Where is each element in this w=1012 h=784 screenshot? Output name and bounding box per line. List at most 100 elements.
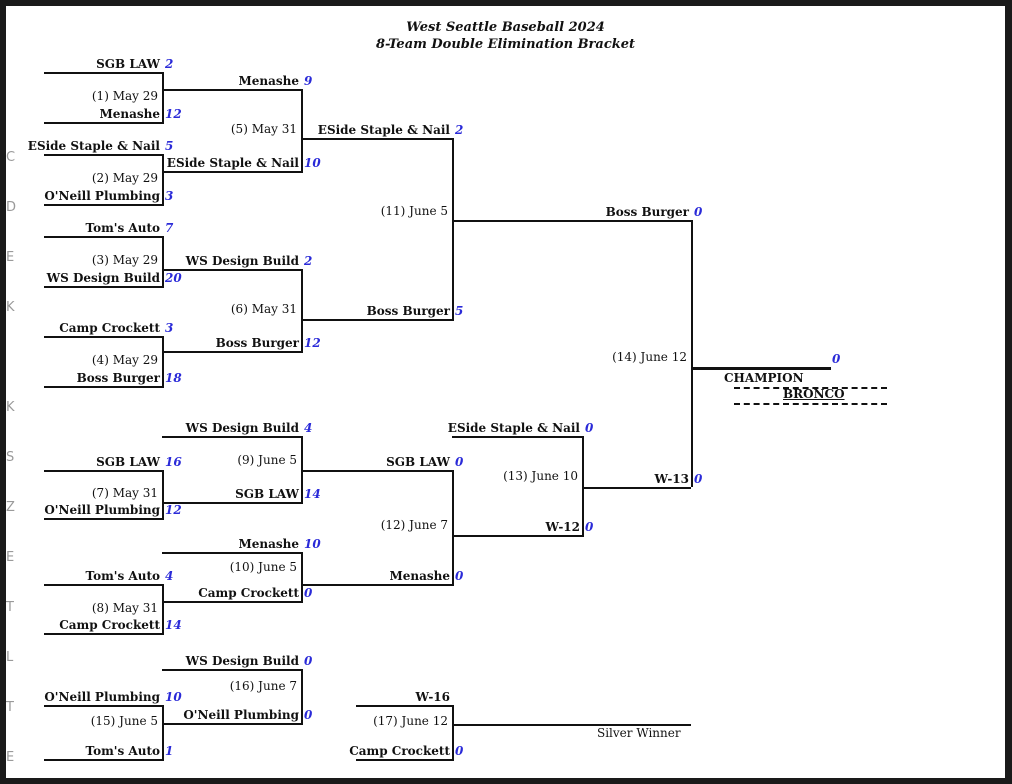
team-name: O'Neill Plumbing: [44, 690, 160, 704]
team-score: 0: [455, 744, 464, 758]
team-name: O'Neill Plumbing: [183, 708, 299, 722]
edge-letter: C: [6, 150, 16, 165]
team-score: 0: [585, 421, 594, 435]
team-slot-line: [301, 584, 452, 586]
team-score: 16: [165, 455, 182, 469]
team-name: W-12: [545, 520, 581, 534]
team-name: Menashe: [238, 537, 299, 551]
team-score: 9: [304, 74, 313, 88]
game-label: (8) May 31: [91, 600, 158, 615]
match-connector: [301, 89, 303, 173]
game-label: (2) May 29: [91, 171, 158, 185]
team-score: 18: [165, 371, 182, 385]
team-score: 7: [165, 221, 174, 235]
game-label: (3) May 29: [91, 253, 158, 267]
bracket-subtitle: 8-Team Double Elimination Bracket: [375, 37, 636, 52]
edge-letter: T: [6, 600, 14, 615]
game-label: (13) June 10: [503, 469, 578, 483]
champion-score: 0: [832, 352, 841, 366]
edge-letter: K: [6, 400, 15, 415]
bracket-title: West Seattle Baseball 2024: [406, 20, 605, 35]
final-connector: [691, 220, 693, 487]
team-slot-line: [162, 89, 301, 91]
edge-letter: D: [6, 200, 17, 215]
team-name: Camp Crockett: [59, 618, 160, 632]
team-score: 0: [455, 569, 464, 583]
champion-label: CHAMPION: [724, 371, 804, 385]
team-score: 3: [165, 189, 174, 203]
team-name: SGB LAW: [96, 455, 160, 469]
team-slot-line: [44, 470, 162, 472]
team-slot-line: [44, 336, 162, 338]
edge-letter: S: [6, 450, 15, 465]
team-score: 12: [165, 107, 182, 121]
team-slot-line: [44, 386, 162, 388]
team-slot-line: [162, 601, 301, 603]
team-score: 0: [455, 455, 464, 469]
team-name: Tom's Auto: [85, 221, 160, 235]
team-name: Camp Crockett: [59, 321, 160, 335]
silver-final-line: [452, 724, 691, 726]
team-score: 3: [165, 321, 174, 335]
team-slot-line: [44, 154, 162, 156]
edge-letter: E: [6, 750, 15, 765]
team-name: Menashe: [389, 569, 450, 583]
team-slot-line: [162, 723, 301, 725]
team-slot-line: [582, 487, 691, 489]
match-connector: [301, 552, 303, 603]
game-label: (15) June 5: [90, 714, 158, 728]
bracket-sheet: West Seattle Baseball 2024 8-Team Double…: [6, 6, 1005, 778]
team-slot-line: [356, 705, 452, 707]
team-score: 5: [455, 304, 464, 318]
team-name: ESide Staple & Nail: [27, 139, 160, 153]
team-name: Boss Burger: [76, 371, 160, 385]
team-score: 12: [304, 336, 321, 350]
match-connector: [162, 705, 164, 761]
match-connector: [582, 436, 584, 537]
team-slot-line: [44, 759, 162, 761]
team-score: 2: [304, 254, 313, 268]
team-slot-line: [356, 759, 452, 761]
team-slot-line: [162, 269, 301, 271]
team-name: Boss Burger: [605, 205, 689, 219]
team-slot-line: [162, 552, 301, 554]
match-connector: [162, 236, 164, 288]
team-slot-line: [452, 535, 582, 537]
match-connector: [162, 470, 164, 520]
game-label: (16) June 7: [229, 679, 297, 693]
team-slot-line: [44, 286, 162, 288]
game-label: (4) May 29: [91, 353, 158, 367]
team-name: Menashe: [99, 107, 160, 121]
team-name: SGB LAW: [386, 455, 450, 469]
team-score: 0: [694, 205, 703, 219]
game-label: (14) June 12: [612, 350, 687, 364]
team-score: 1: [165, 744, 174, 758]
game-label: (17) June 12: [373, 714, 448, 728]
team-score: 2: [455, 123, 464, 137]
game-label: (6) May 31: [230, 302, 297, 316]
team-score: 14: [165, 618, 182, 632]
match-connector: [162, 336, 164, 388]
team-score: 20: [165, 271, 182, 285]
team-score: 0: [304, 586, 313, 600]
edge-letter: E: [6, 550, 15, 565]
champion-line: [692, 367, 831, 370]
team-score: 10: [165, 690, 182, 704]
team-score: 0: [304, 708, 313, 722]
team-score: 12: [165, 503, 182, 517]
team-score: 0: [694, 472, 703, 486]
team-slot-line: [301, 138, 452, 140]
team-name: Boss Burger: [215, 336, 299, 350]
team-name: Camp Crockett: [349, 744, 450, 758]
team-slot-line: [162, 351, 301, 353]
game-label: (5) May 31: [230, 122, 297, 136]
team-name: O'Neill Plumbing: [44, 189, 160, 203]
edge-letter: K: [6, 300, 15, 315]
team-slot-line: [162, 171, 301, 173]
team-slot-line: [44, 633, 162, 635]
champion-dash-top: [734, 387, 887, 389]
team-score: 2: [165, 57, 174, 71]
team-name: W-16: [415, 690, 451, 704]
team-score: 4: [165, 569, 174, 583]
team-slot-line: [44, 236, 162, 238]
